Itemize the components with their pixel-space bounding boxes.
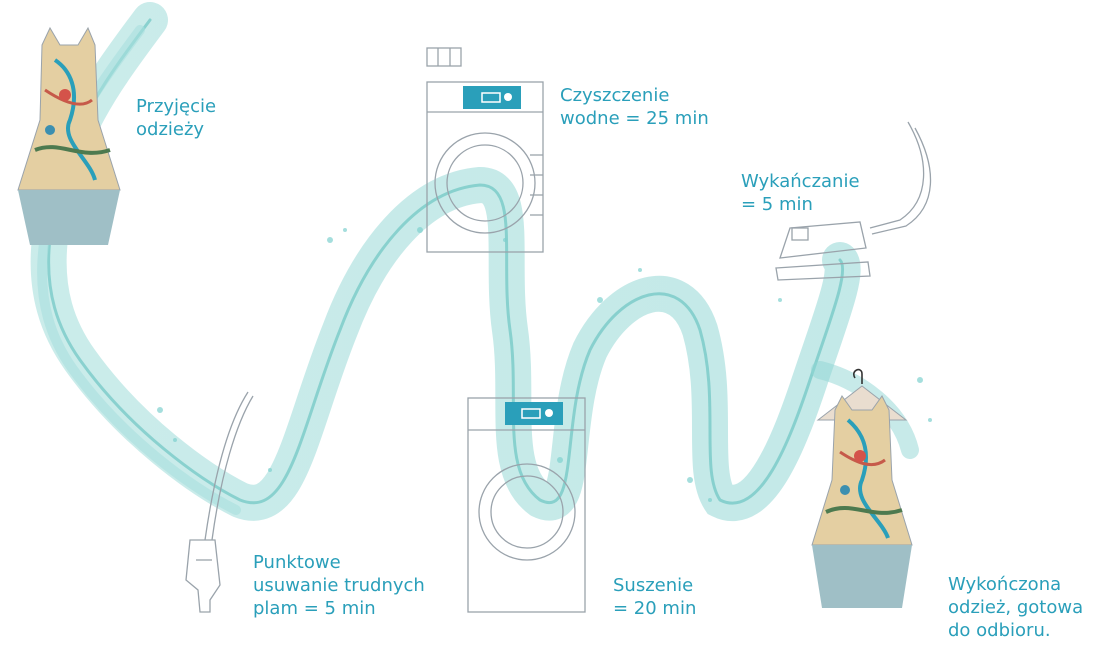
step-line: odzieży [136,119,205,140]
step-line: do odbioru. [948,620,1051,641]
step-line: Przyjęcie [136,96,217,117]
step-line: = 5 min [741,194,813,215]
step-label-spot-removal: Punktowe usuwanie trudnych plam = 5 min [253,551,425,620]
dress-on-hanger-icon [811,368,913,608]
step-line: Czyszczenie [560,85,670,106]
step-line: Wykończona [948,574,1062,595]
iron-icon [775,121,932,281]
step-line: odzież, gotowa [948,597,1084,618]
dryer-icon [467,397,586,613]
step-label-finishing: Wykańczanie = 5 min [741,170,860,216]
spotting-gun-icon [185,391,254,613]
step-label-ready: Wykończona odzież, gotowa do odbioru. [948,573,1083,642]
step-line: usuwanie trudnych [253,575,425,596]
step-label-wet-cleaning: Czyszczenie wodne = 25 min [560,84,709,130]
step-line: Punktowe [253,552,341,573]
step-line: plam = 5 min [253,598,376,619]
step-line: = 20 min [613,598,697,619]
water-droplets [157,227,932,502]
step-line: Suszenie [613,575,694,596]
washer-icon [426,47,544,253]
step-label-intake: Przyjęcie odzieży [136,95,216,141]
step-line: Wykańczanie [741,171,860,192]
step-line: wodne = 25 min [560,108,709,129]
dress-icon [17,26,121,245]
step-label-drying: Suszenie = 20 min [613,574,696,620]
